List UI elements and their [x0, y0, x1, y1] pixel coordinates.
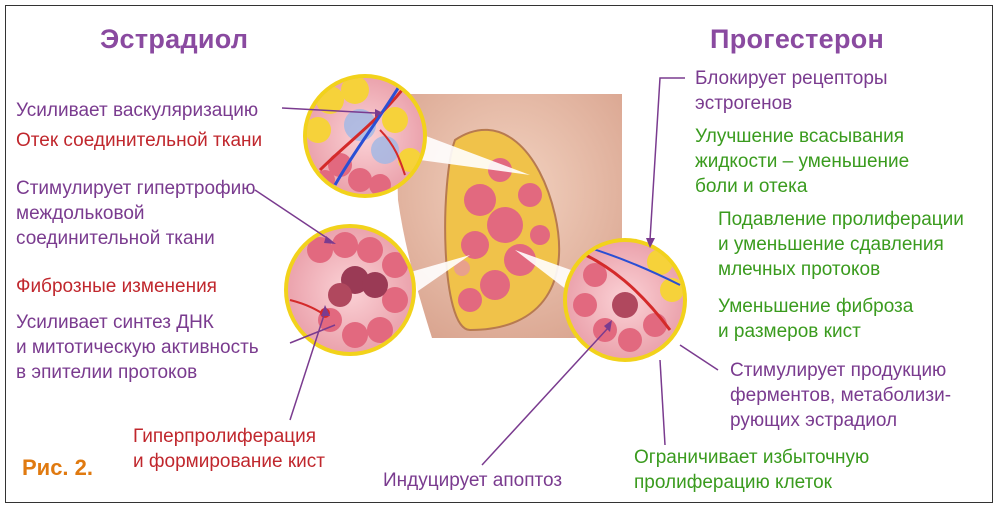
label-edema: Отек соединительной ткани — [16, 130, 263, 151]
vascularization-magnifier — [303, 74, 427, 198]
figure-label: Рис. 2. — [22, 455, 94, 480]
label-reduce-fibrosis: Уменьшение фиброза и размеров кист — [718, 296, 914, 342]
label-enzyme-production: Стимулирует продукцию ферментов, метабол… — [730, 360, 952, 431]
label-block-receptors: Блокирует рецепторы эстрогенов — [695, 68, 888, 114]
label-vascularization: Усиливает васкуляризацию — [16, 100, 259, 121]
progesterone-heading: Прогестерон — [710, 24, 885, 54]
left-leader-lines — [254, 107, 383, 421]
nipple — [454, 260, 470, 276]
label-dna-synthesis: Усиливает синтез ДНК и митотическую акти… — [16, 312, 259, 383]
figure-frame — [5, 5, 993, 503]
fibrosis-magnifier — [284, 224, 416, 356]
label-fibrosis: Фиброзные изменения — [16, 276, 217, 297]
label-suppress-proliferation: Подавление пролиферации и уменьшение сда… — [718, 209, 964, 280]
label-limit-proliferation: Ограничивает избыточную пролиферацию кле… — [634, 447, 870, 493]
label-hypertrophy: Стимулирует гипертрофию междольковой сое… — [16, 178, 256, 249]
label-hyperproliferation: Гиперпролиферация и формирование кист — [133, 426, 325, 472]
right-leader-lines — [481, 77, 719, 466]
label-apoptosis: Индуцирует апоптоз — [383, 470, 563, 491]
progesterone-magnifier — [563, 238, 687, 362]
label-fluid-absorption: Улучшение всасывания жидкости – уменьшен… — [695, 126, 910, 197]
estradiol-heading: Эстрадиол — [100, 24, 249, 54]
